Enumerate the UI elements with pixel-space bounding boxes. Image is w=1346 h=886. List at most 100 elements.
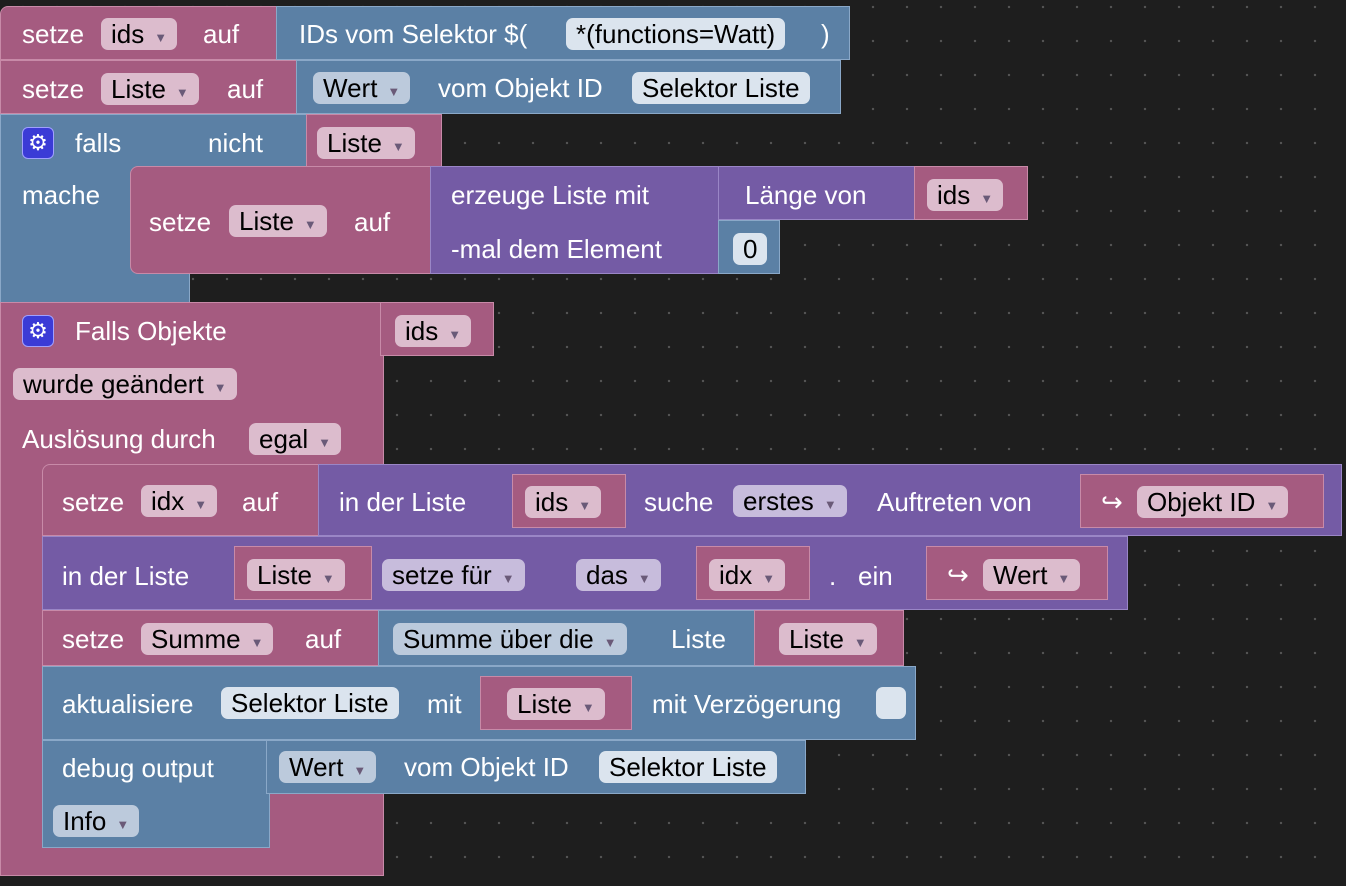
- of-object-label: vom Objekt ID: [404, 752, 569, 782]
- property-label: Wert: [323, 73, 378, 103]
- liste-variable-block[interactable]: Liste ▼: [754, 610, 904, 666]
- set-summe-block[interactable]: setze Summe▼ auf: [42, 610, 382, 666]
- object-id-dropdown[interactable]: Objekt ID▼: [1137, 486, 1289, 518]
- log-level-dropdown[interactable]: Info ▼: [53, 805, 140, 837]
- list-word-label: Liste: [671, 624, 726, 654]
- variable-dropdown-ids[interactable]: ids▼: [395, 315, 472, 347]
- math-on-list-block[interactable]: Summe über die▼ Liste: [378, 610, 758, 666]
- object-id-field[interactable]: Selektor Liste: [599, 751, 777, 783]
- length-of-block[interactable]: Länge von: [718, 166, 918, 220]
- change-type-label: wurde geändert: [23, 369, 204, 399]
- set-liste-block[interactable]: setze Liste▼ auf: [0, 60, 300, 114]
- variable-dropdown-idx[interactable]: idx▼: [709, 559, 786, 591]
- property-dropdown[interactable]: Wert▼: [279, 751, 377, 783]
- variable-dropdown-idx[interactable]: idx ▼: [141, 485, 218, 517]
- return-arrow-icon: ↪: [947, 560, 969, 590]
- chevron-down-icon: ▼: [175, 85, 189, 100]
- ids-variable-block[interactable]: ids▼: [512, 474, 626, 528]
- set-ids-block[interactable]: setze ids▼ auf: [0, 6, 280, 60]
- variable-dropdown-ids[interactable]: ids▼: [525, 486, 602, 518]
- delay-checkbox[interactable]: [876, 687, 906, 719]
- chevron-down-icon: ▼: [391, 139, 405, 154]
- object-id-field[interactable]: Selektor Liste: [632, 72, 810, 104]
- selector-block[interactable]: IDs vom Selektor $( *(functions=Watt) ): [276, 6, 850, 60]
- chevron-down-icon: ▼: [353, 763, 367, 778]
- delay-label: mit Verzögerung: [652, 689, 842, 719]
- create-list-block[interactable]: erzeuge Liste mit -mal dem Element: [430, 166, 720, 274]
- ids-variable-block[interactable]: ids▼: [914, 166, 1028, 220]
- chevron-down-icon: ▼: [116, 817, 130, 832]
- variable-label: Liste: [789, 624, 844, 654]
- variable-label: ids: [405, 316, 439, 346]
- list-mode-dropdown[interactable]: setze für ▼: [382, 559, 525, 591]
- to-keyword: auf: [227, 74, 264, 104]
- trigger-source-dropdown[interactable]: egal▼: [249, 423, 342, 455]
- gear-icon[interactable]: ⚙: [22, 127, 54, 159]
- variable-label: Summe: [151, 624, 241, 654]
- variable-label: ids: [111, 19, 145, 49]
- chevron-down-icon: ▼: [1265, 498, 1279, 513]
- value-dropdown[interactable]: Wert ▼: [983, 559, 1081, 591]
- number-block[interactable]: 0: [718, 220, 780, 274]
- get-value-block[interactable]: Wert▼ vom Objekt ID Selektor Liste: [296, 60, 841, 114]
- variable-dropdown-liste[interactable]: Liste▼: [101, 73, 199, 105]
- variable-dropdown-liste[interactable]: Liste ▼: [779, 623, 877, 655]
- objekt-id-block[interactable]: ↪ Objekt ID▼: [1080, 474, 1324, 528]
- trigger-ids-block[interactable]: ids▼: [380, 302, 494, 356]
- idx-variable-block[interactable]: idx▼: [696, 546, 810, 600]
- if-keyword: falls: [75, 128, 122, 158]
- find-mode-dropdown[interactable]: erstes▼: [733, 485, 847, 517]
- trigger-source-label: egal: [259, 424, 309, 454]
- math-op-label: Summe über die: [403, 624, 594, 654]
- trigger-title: Falls Objekte: [75, 316, 227, 346]
- value-label: Wert: [993, 560, 1048, 590]
- variable-label: ids: [937, 180, 971, 210]
- variable-dropdown-liste[interactable]: Liste▼: [229, 205, 327, 237]
- variable-dropdown-ids[interactable]: ids▼: [927, 179, 1004, 211]
- chevron-down-icon: ▼: [853, 635, 867, 650]
- property-dropdown[interactable]: Wert▼: [313, 72, 411, 104]
- variable-dropdown-liste[interactable]: Liste▼: [247, 559, 345, 591]
- variable-dropdown-liste[interactable]: Liste ▼: [317, 127, 415, 159]
- liste-variable-block[interactable]: Liste▼: [234, 546, 372, 600]
- variable-dropdown-ids[interactable]: ids▼: [101, 18, 178, 50]
- not-keyword: nicht: [208, 128, 263, 158]
- liste-variable-block[interactable]: Liste▼: [480, 676, 632, 730]
- dot-label: .: [829, 561, 837, 591]
- length-of-label: Länge von: [745, 180, 867, 210]
- chevron-down-icon: ▼: [194, 497, 208, 512]
- variable-label: idx: [151, 486, 185, 516]
- get-value-block[interactable]: Wert▼ vom Objekt ID Selektor Liste: [266, 740, 806, 794]
- do-keyword: mache: [22, 180, 101, 210]
- debug-label: debug output: [62, 753, 214, 783]
- trigger-block-footer: [0, 854, 384, 876]
- position-dropdown[interactable]: das▼: [576, 559, 661, 591]
- variable-label: Liste: [327, 128, 382, 158]
- math-op-dropdown[interactable]: Summe über die▼: [393, 623, 627, 655]
- chevron-down-icon: ▼: [501, 571, 515, 586]
- change-type-dropdown[interactable]: wurde geändert▼: [13, 368, 237, 400]
- set-liste-inner-block[interactable]: setze Liste▼ auf: [130, 166, 434, 274]
- wert-block[interactable]: ↪ Wert ▼: [926, 546, 1108, 600]
- number-field[interactable]: 0: [733, 233, 768, 265]
- chevron-down-icon: ▼: [578, 498, 592, 513]
- debug-block[interactable]: debug output Info ▼: [42, 740, 270, 848]
- a-label: ein: [858, 561, 893, 591]
- variable-dropdown-liste[interactable]: Liste▼: [507, 688, 605, 720]
- with-label: mit: [427, 689, 462, 719]
- chevron-down-icon: ▼: [1057, 571, 1071, 586]
- selector-label: IDs vom Selektor $(: [299, 19, 528, 49]
- object-id-field[interactable]: Selektor Liste: [221, 687, 399, 719]
- update-block[interactable]: aktualisiere Selektor Liste mit mit Verz…: [42, 666, 916, 740]
- liste-variable-block[interactable]: Liste ▼: [306, 114, 442, 168]
- list-mode-label: setze für: [392, 560, 492, 590]
- chevron-down-icon: ▼: [637, 571, 651, 586]
- return-arrow-icon: ↪: [1101, 487, 1123, 517]
- update-label: aktualisiere: [62, 689, 194, 719]
- chevron-down-icon: ▼: [762, 571, 776, 586]
- variable-dropdown-summe[interactable]: Summe▼: [141, 623, 274, 655]
- gear-icon[interactable]: ⚙: [22, 315, 54, 347]
- set-idx-block[interactable]: setze idx▼ auf: [42, 464, 322, 536]
- log-level-label: Info: [63, 806, 107, 836]
- selector-input[interactable]: *(functions=Watt): [566, 18, 786, 50]
